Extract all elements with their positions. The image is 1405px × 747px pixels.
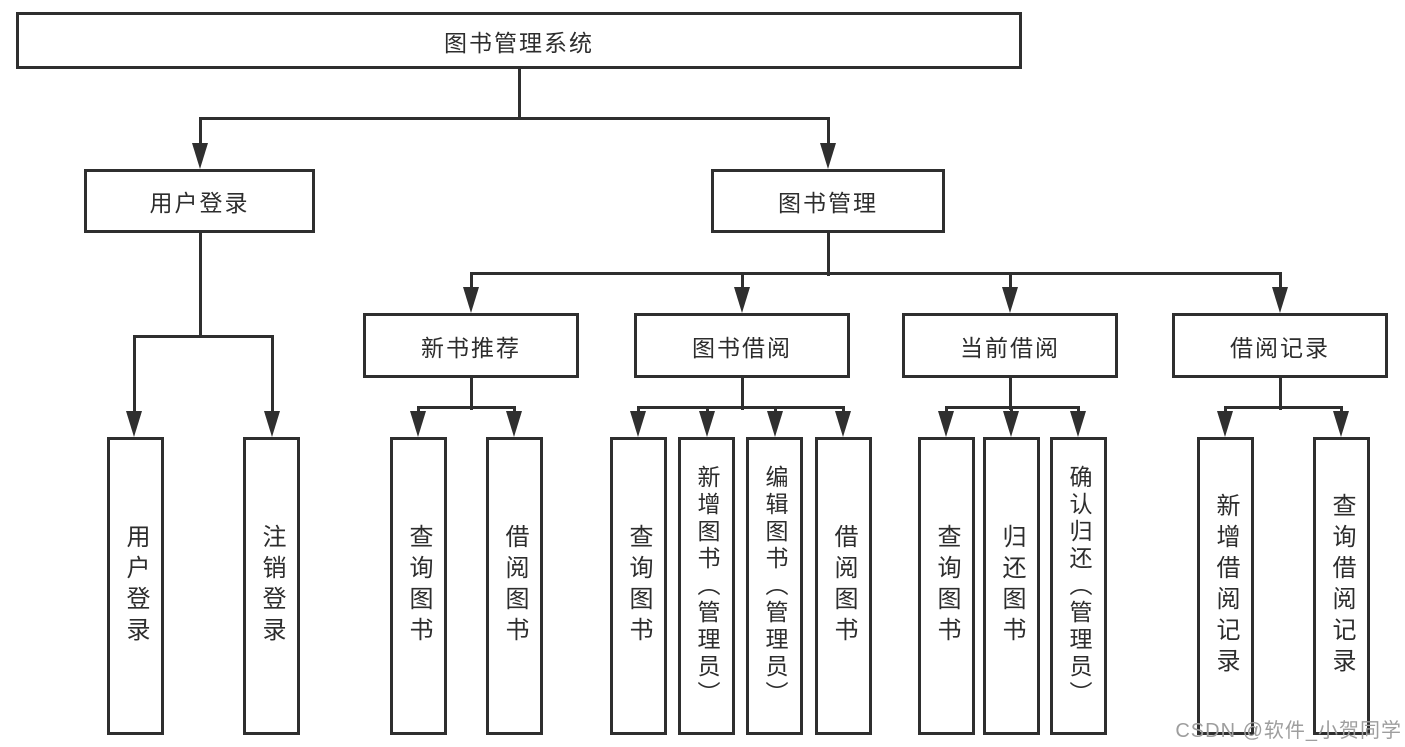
leaf-nb-borrow-books-label: 借阅图书 xyxy=(501,524,528,648)
arrow-head xyxy=(767,411,783,437)
connector-vline xyxy=(132,336,136,413)
connector-vline xyxy=(1076,407,1080,413)
leaf-cb-query-books-label: 查询图书 xyxy=(933,524,960,648)
arrow-head xyxy=(410,411,426,437)
connector-vline xyxy=(1278,378,1282,410)
leaf-cb-return-books-label: 归还图书 xyxy=(998,524,1025,648)
connector-vline xyxy=(1223,407,1227,413)
leaf-bb-add-books-label: 新增图书（管理员） xyxy=(694,464,720,708)
node-user-login: 用户登录 xyxy=(84,169,315,233)
leaf-bb-query-books: 查询图书 xyxy=(610,437,667,735)
leaf-nb-query-books: 查询图书 xyxy=(390,437,447,735)
connector-vline xyxy=(1339,407,1343,413)
connector-hline xyxy=(469,271,1282,275)
leaf-nb-borrow-books: 借阅图书 xyxy=(486,437,543,735)
connector-vline xyxy=(1278,273,1282,289)
connector-hline xyxy=(416,405,516,409)
connector-vline xyxy=(1008,273,1012,289)
arrow-head xyxy=(1002,287,1018,313)
leaf-cb-query-books: 查询图书 xyxy=(918,437,975,735)
connector-vline xyxy=(1009,407,1013,413)
leaf-bb-add-books: 新增图书（管理员） xyxy=(678,437,735,735)
leaf-bb-edit-books-label: 编辑图书（管理员） xyxy=(762,464,788,708)
node-book-borrowing-label: 图书借阅 xyxy=(692,334,792,361)
connector-vline xyxy=(469,273,473,289)
arrow-head xyxy=(699,411,715,437)
connector-hline xyxy=(132,334,274,338)
leaf-br-add-record-label: 新增借阅记录 xyxy=(1212,493,1239,679)
arrow-head xyxy=(192,143,208,169)
connector-vline xyxy=(469,378,473,410)
leaf-cb-confirm-return-label: 确认归还（管理员） xyxy=(1066,464,1092,708)
connector-vline xyxy=(841,407,845,413)
connector-vline xyxy=(512,407,516,413)
node-book-management-label: 图书管理 xyxy=(778,190,878,216)
arrow-head xyxy=(734,287,750,313)
leaf-nb-query-books-label: 查询图书 xyxy=(405,524,432,648)
leaf-bb-borrow-books-label: 借阅图书 xyxy=(830,524,857,648)
node-borrowing-records: 借阅记录 xyxy=(1172,313,1388,378)
node-new-book-recommendation-label: 新书推荐 xyxy=(421,334,521,361)
connector-vline xyxy=(705,407,709,413)
arrow-head xyxy=(1333,411,1349,437)
leaf-user-login: 用户登录 xyxy=(107,437,164,735)
leaf-bb-borrow-books: 借阅图书 xyxy=(815,437,872,735)
leaf-logout: 注销登录 xyxy=(243,437,300,735)
arrow-head xyxy=(126,411,142,437)
arrow-head xyxy=(1003,411,1019,437)
connector-vline xyxy=(826,118,830,146)
connector-vline xyxy=(944,407,948,413)
leaf-bb-query-books-label: 查询图书 xyxy=(625,524,652,648)
node-user-login-label: 用户登录 xyxy=(149,190,250,216)
connector-vline xyxy=(1008,378,1012,410)
arrow-head xyxy=(463,287,479,313)
node-new-book-recommendation: 新书推荐 xyxy=(363,313,579,378)
leaf-bb-edit-books: 编辑图书（管理员） xyxy=(746,437,803,735)
connector-vline xyxy=(773,407,777,413)
arrow-head xyxy=(506,411,522,437)
connector-hline xyxy=(1223,405,1343,409)
arrow-head xyxy=(1272,287,1288,313)
leaf-user-login-label: 用户登录 xyxy=(122,524,149,648)
arrow-head xyxy=(264,411,280,437)
connector-hline xyxy=(944,405,1080,409)
connector-vline xyxy=(826,233,830,276)
connector-vline xyxy=(517,69,521,118)
arrow-head xyxy=(1217,411,1233,437)
connector-vline xyxy=(198,233,202,338)
leaf-logout-label: 注销登录 xyxy=(258,524,285,648)
arrow-head xyxy=(835,411,851,437)
leaf-br-query-record-label: 查询借阅记录 xyxy=(1328,493,1355,679)
node-book-management: 图书管理 xyxy=(711,169,945,233)
leaf-cb-return-books: 归还图书 xyxy=(983,437,1040,735)
leaf-br-add-record: 新增借阅记录 xyxy=(1197,437,1254,735)
connector-vline xyxy=(198,118,202,146)
connector-vline xyxy=(270,336,274,413)
connector-vline xyxy=(740,273,744,289)
node-current-borrowing-label: 当前借阅 xyxy=(960,334,1060,361)
node-borrowing-records-label: 借阅记录 xyxy=(1230,334,1330,361)
root-node-label: 图书管理系统 xyxy=(444,29,594,56)
leaf-br-query-record: 查询借阅记录 xyxy=(1313,437,1370,735)
arrow-head xyxy=(820,143,836,169)
connector-vline xyxy=(740,378,744,410)
connector-hline xyxy=(636,405,845,409)
connector-vline xyxy=(636,407,640,413)
arrow-head xyxy=(1070,411,1086,437)
connector-vline xyxy=(416,407,420,413)
node-current-borrowing: 当前借阅 xyxy=(902,313,1118,378)
node-book-borrowing: 图书借阅 xyxy=(634,313,850,378)
root-node-library-management-system: 图书管理系统 xyxy=(16,12,1022,69)
connector-hline xyxy=(198,116,830,120)
leaf-cb-confirm-return: 确认归还（管理员） xyxy=(1050,437,1107,735)
arrow-head xyxy=(938,411,954,437)
arrow-head xyxy=(630,411,646,437)
